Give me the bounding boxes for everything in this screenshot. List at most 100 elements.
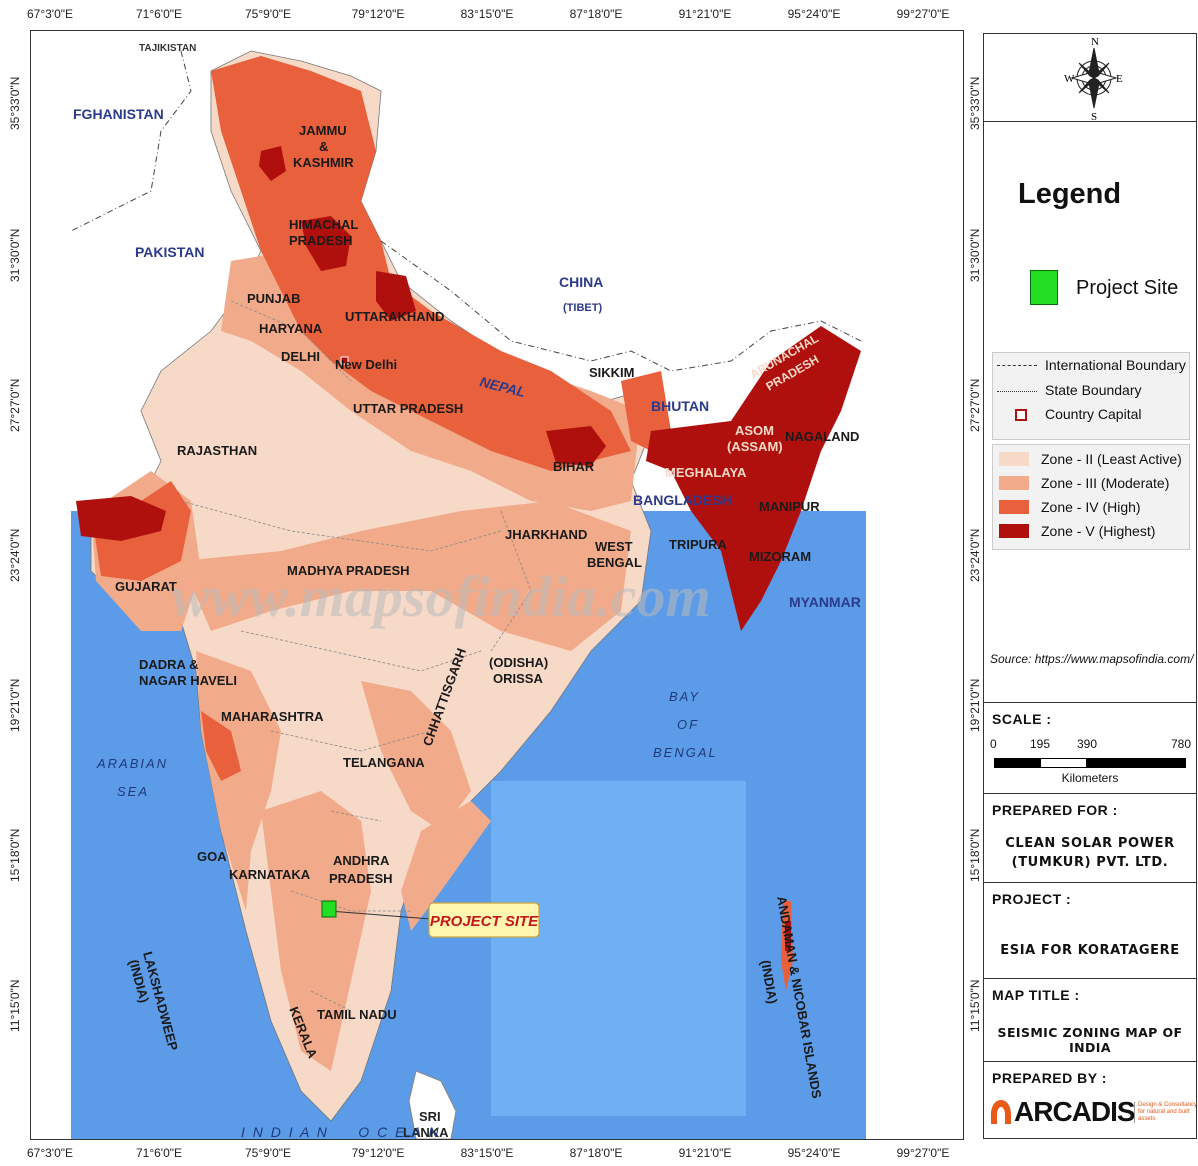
scale-tick-780: 780	[1171, 737, 1192, 751]
coord-right-6: 15°18'0"N	[968, 828, 982, 882]
coord-top-5: 83°15'0"E	[460, 7, 514, 21]
label-sea: SEA	[117, 784, 149, 799]
label-hp-2: PRADESH	[289, 233, 353, 248]
label-odisha-1: (ODISHA)	[489, 655, 548, 670]
zone5-row: Zone - V (Highest)	[999, 523, 1155, 539]
scale-bar	[994, 758, 1186, 768]
intl-boundary-label: International Boundary	[1045, 357, 1186, 373]
map-title-label: MAP TITLE :	[992, 987, 1080, 1003]
zone5-kashmir	[259, 146, 286, 181]
zone4-label: Zone - IV (High)	[1041, 499, 1141, 515]
scale-tick-195: 195	[1030, 737, 1051, 751]
zone3-swatch	[999, 476, 1029, 490]
prepared-for-label: PREPARED FOR :	[992, 802, 1118, 818]
label-pakistan: PAKISTAN	[135, 244, 204, 260]
coord-top-2: 71°6'0"E	[135, 7, 183, 21]
project-site-callout-box	[428, 902, 540, 938]
label-sri: SRI	[419, 1109, 441, 1124]
west-label: W	[1064, 73, 1075, 85]
boundary-legend-box: International Boundary State Boundary Co…	[992, 352, 1190, 440]
label-manipur: MANIPUR	[759, 499, 820, 514]
coord-right-2: 31°30'0"N	[968, 228, 982, 282]
coord-bot-6: 87°18'0"E	[569, 1146, 623, 1160]
label-mizoram: MIZORAM	[749, 549, 811, 564]
coord-right-1: 35°33'0"N	[968, 76, 982, 130]
zone4-row: Zone - IV (High)	[999, 499, 1141, 515]
label-bihar: BIHAR	[553, 459, 595, 474]
zone3-coast	[196, 651, 281, 911]
bay-lighter-area	[491, 781, 746, 1116]
coord-top-3: 75°9'0"E	[244, 7, 292, 21]
scale-label: SCALE :	[992, 711, 1052, 727]
label-telangana: TELANGANA	[343, 755, 425, 770]
coord-top-7: 91°21'0"E	[678, 7, 732, 21]
panel-legend: Legend Project Site International Bounda…	[983, 121, 1197, 703]
label-ap-1: ANDHRA	[333, 853, 390, 868]
arcadis-tagline: Design & Consultancy for natural and bui…	[1134, 1102, 1198, 1123]
state-boundaries	[180, 300, 532, 1012]
label-jk-3: KASHMIR	[293, 155, 354, 170]
label-lanka: LANKA	[403, 1125, 449, 1139]
label-myanmar: MYANMAR	[789, 594, 861, 610]
zone3-east	[361, 681, 471, 831]
coord-bot-5: 83°15'0"E	[460, 1146, 514, 1160]
zone5-himachal	[301, 216, 351, 271]
coord-left-6: 15°18'0"N	[8, 828, 22, 882]
panel-project: PROJECT : ESIA FOR KORATAGERE	[983, 882, 1197, 979]
project-label: PROJECT :	[992, 891, 1072, 907]
label-hp-1: HIMACHAL	[289, 217, 358, 232]
scale-tick-390: 390	[1077, 737, 1098, 751]
coord-top-1: 67°3'0"E	[26, 7, 74, 21]
coord-left-1: 35°33'0"N	[8, 76, 22, 130]
zone2-row: Zone - II (Least Active)	[999, 451, 1182, 467]
label-assam-1: ASOM	[735, 423, 774, 438]
panel-north-arrow: N S W E	[983, 33, 1197, 123]
state-boundary-label: State Boundary	[1045, 382, 1142, 398]
panel-prepared-by: PREPARED BY : ARCADIS Design & Consultan…	[983, 1061, 1197, 1139]
label-assam-2: (ASSAM)	[727, 439, 783, 454]
zone5-swatch	[999, 524, 1029, 538]
arcadis-logo-icon	[991, 1100, 1011, 1124]
label-bhutan: BHUTAN	[651, 398, 709, 414]
label-bengal: BENGAL	[653, 745, 718, 760]
label-mp: MADHYA PRADESH	[287, 563, 410, 578]
panel-scale: SCALE : 0 195 390 780 Kilometers	[983, 702, 1197, 794]
label-bay: BAY	[669, 689, 700, 704]
map-frame[interactable]: PROJECT SITE www.mapsofindia.com FGHANIS…	[30, 30, 964, 1140]
zone4-swatch	[999, 500, 1029, 514]
international-boundary	[70, 50, 862, 372]
project-site-swatch	[1030, 270, 1058, 305]
project-site-callout-text: PROJECT SITE	[430, 913, 539, 930]
client-line-2: (TUMKUR) PVT. LTD.	[1011, 855, 1169, 870]
label-punjab: PUNJAB	[247, 291, 300, 306]
project-site-marker	[321, 900, 337, 918]
label-dnh-2: NAGAR HAVELI	[139, 673, 237, 688]
label-jk-1: JAMMU	[299, 123, 347, 138]
zone3-coast2	[401, 801, 491, 931]
coord-bot-4: 79°12'0"E	[351, 1146, 405, 1160]
zone-legend-box: Zone - II (Least Active) Zone - III (Mod…	[992, 444, 1190, 550]
coord-right-4: 23°24'0"N	[968, 528, 982, 582]
zone4-north	[211, 56, 631, 471]
coord-right-7: 11°15'0"N	[968, 979, 982, 1033]
label-delhi: DELHI	[281, 349, 320, 364]
coord-left-3: 27°27'0"N	[8, 378, 22, 432]
label-wb-2: BENGAL	[587, 555, 642, 570]
label-wb-1: WEST	[595, 539, 633, 554]
prepared-by-label: PREPARED BY :	[992, 1070, 1107, 1086]
label-maharashtra: MAHARASHTRA	[221, 709, 324, 724]
coord-left-2: 31°30'0"N	[8, 228, 22, 282]
label-up: UTTAR PRADESH	[353, 401, 463, 416]
coord-bot-2: 71°6'0"E	[135, 1146, 183, 1160]
client-line-1: CLEAN SOLAR POWER	[1005, 836, 1175, 851]
zone5-label: Zone - V (Highest)	[1041, 523, 1156, 539]
label-arabian: ARABIAN	[96, 756, 168, 771]
panel-prepared-for: PREPARED FOR : CLEAN SOLAR POWER (TUMKUR…	[983, 793, 1197, 883]
label-sikkim: SIKKIM	[589, 365, 635, 380]
label-tajikistan: TAJIKISTAN	[139, 43, 196, 54]
scale-tick-0: 0	[990, 737, 997, 751]
label-of: OF	[677, 717, 699, 732]
seismic-map: PROJECT SITE www.mapsofindia.com FGHANIS…	[70, 43, 866, 1139]
capital-marker	[340, 356, 349, 365]
east-label: E	[1116, 73, 1123, 85]
